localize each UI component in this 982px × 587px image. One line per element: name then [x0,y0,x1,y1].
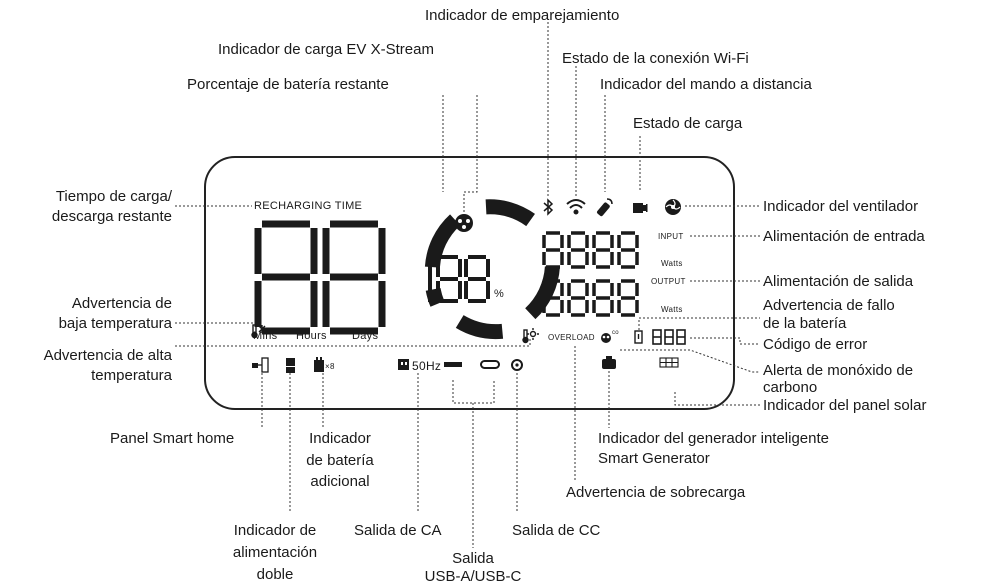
label-co-alert-2: carbono [763,379,818,396]
high-temp-icon [522,328,539,344]
co-text: co [612,330,619,336]
co-icon [601,333,611,343]
dual-power-icon [286,358,295,373]
output-text: OUTPUT [651,277,686,286]
label-smart-home: Panel Smart home [110,430,235,447]
percent-digits [428,255,490,303]
dc-outlet-icon [511,359,523,371]
label-wifi: Estado de la conexión Wi-Fi [562,50,749,67]
label-overload: Advertencia de sobrecarga [566,484,746,501]
hours-text: Hours [296,330,327,342]
output-digits [542,279,639,317]
solar-panel-icon [659,357,679,368]
label-dual-power-3: doble [256,566,294,583]
label-smart-generator-1: Indicador del generador inteligente [598,430,829,447]
mins-text: Mins [253,330,278,342]
overload-text: OVERLOAD [548,333,595,342]
label-extra-battery-1: Indicador [309,430,371,447]
remote-icon [597,198,613,217]
charge-state-icon [633,203,648,213]
label-usb-out-1: Salida [452,550,494,567]
label-high-temp-1: Advertencia de alta [43,347,172,364]
battery-fault-icon [634,330,643,344]
recharging-time-text: RECHARGING TIME [254,200,363,212]
label-high-temp-2: temperatura [91,367,172,384]
label-extra-battery-2: de batería [306,452,374,469]
label-usb-out-2: USB-A/USB-C [424,568,522,585]
hz-text: 50Hz [412,359,442,373]
label-low-temp-2: baja temperatura [58,315,172,332]
display-frame [204,156,735,410]
watts-in-text: Watts [661,259,683,268]
label-charge-state: Estado de carga [633,115,743,132]
label-fan: Indicador del ventilador [763,198,919,215]
usb-a-icon [444,362,462,367]
label-battery-fault-2: de la batería [763,315,847,332]
label-battery-fault-1: Advertencia de fallo [763,297,895,314]
low-temp-icon [251,324,266,339]
input-text: INPUT [658,232,684,241]
smart-home-icon [252,357,269,373]
label-time-remaining-1: Tiempo de carga/ [55,188,172,205]
label-time-remaining-2: descarga restante [51,208,172,225]
label-dual-power-1: Indicador de [233,522,317,539]
label-pairing: Indicador de emparejamiento [425,7,620,24]
label-co-alert-1: Alerta de monóxido de [763,362,914,379]
label-low-temp-1: Advertencia de [71,295,172,312]
label-extra-battery-3: adicional [310,473,370,490]
fan-icon [665,199,681,215]
leader-lines [175,22,760,548]
battery-ring [424,199,560,340]
error-code-digits [652,329,686,345]
label-error-code: Código de error [763,336,868,353]
x8-text: ×8 [325,362,335,371]
label-solar: Indicador del panel solar [763,397,927,414]
label-smart-generator-2: Smart Generator [598,450,710,467]
label-ac-out: Salida de CA [354,522,442,539]
smart-generator-icon [602,356,616,369]
label-battery-pct: Porcentaje de batería restante [187,76,389,93]
label-ev-charge: Indicador de carga EV X-Stream [218,41,434,58]
extra-battery-icon [314,357,324,372]
percent-sign: % [494,288,505,300]
days-text: Days [352,330,379,342]
label-remote: Indicador del mando a distancia [600,76,812,93]
ev-icon [455,214,473,232]
label-dc-out: Salida de CC [512,522,601,539]
watts-out-text: Watts [661,305,683,314]
label-dual-power-2: alimentación [232,544,318,561]
bluetooth-icon [543,198,554,216]
ac-outlet-icon [398,359,409,370]
label-input-power: Alimentación de entrada [763,228,925,245]
label-output-power: Alimentación de salida [763,273,914,290]
wifi-icon [566,199,586,215]
usb-c-icon [480,360,500,369]
time-digits [254,220,386,335]
input-digits [542,231,639,269]
